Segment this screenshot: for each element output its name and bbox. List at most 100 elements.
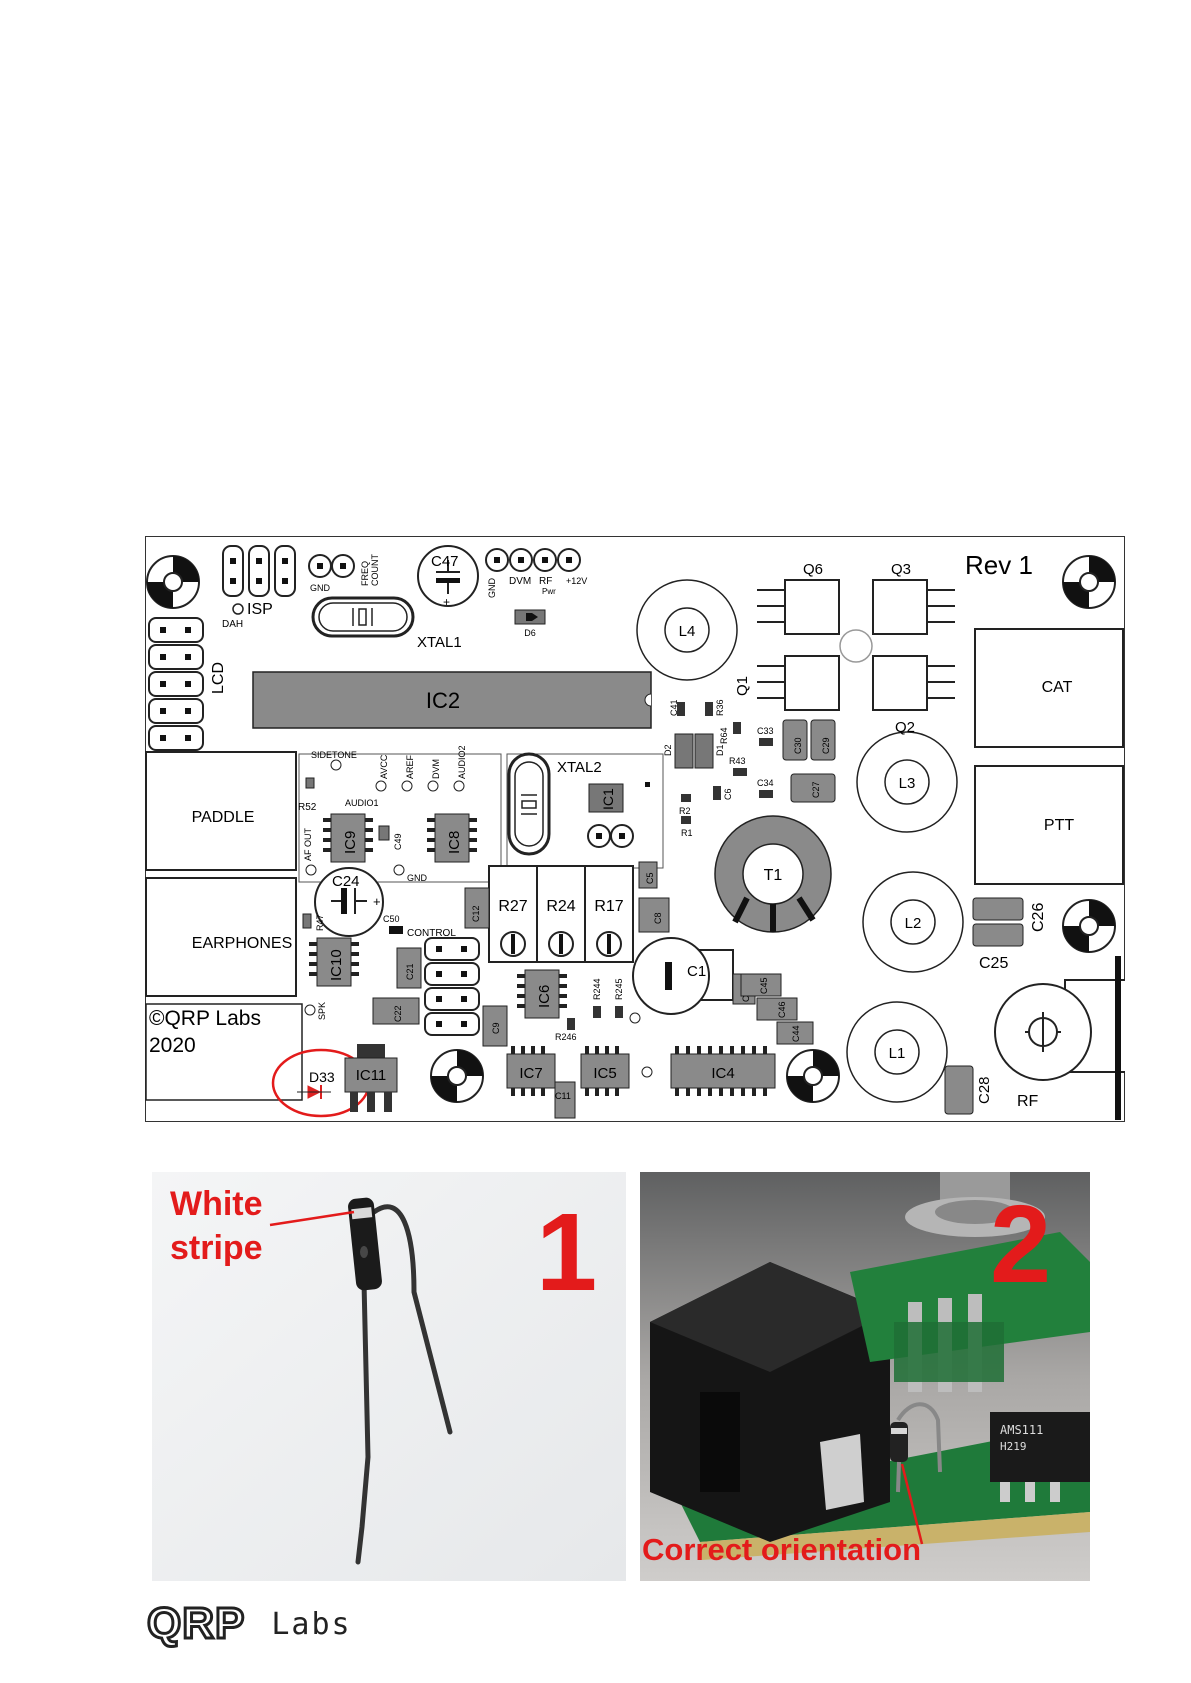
r17-label: R17 bbox=[594, 898, 623, 915]
photo2-number: 2 bbox=[990, 1183, 1051, 1306]
r64-label: R64 bbox=[719, 727, 729, 744]
control-header bbox=[424, 937, 480, 1036]
l4-inductor: L4 bbox=[636, 579, 738, 681]
mounting-hole-tr bbox=[1062, 555, 1116, 609]
c24-label: C24 bbox=[332, 873, 360, 890]
mounting-hole-tl bbox=[146, 555, 200, 609]
gnd3-label: GND bbox=[407, 873, 428, 883]
l4-label: L4 bbox=[679, 623, 696, 640]
c26-label: C26 bbox=[1030, 903, 1047, 932]
mounting-hole-mid bbox=[430, 1049, 484, 1103]
rf-pwr-label: RF bbox=[539, 576, 552, 587]
lcd-header: LCD bbox=[148, 617, 227, 751]
c34-label: C34 bbox=[757, 778, 774, 788]
d33-label: D33 bbox=[309, 1069, 335, 1085]
ptt-jack: PTT bbox=[974, 765, 1124, 885]
c49-label: C49 bbox=[393, 833, 403, 850]
c12-label: C12 bbox=[471, 905, 481, 922]
r1-label: R1 bbox=[681, 828, 693, 838]
dah-label: DAH bbox=[222, 619, 243, 630]
r47-label: R47 bbox=[315, 914, 325, 931]
cat-jack: CAT bbox=[974, 628, 1124, 748]
aref-label: AREF bbox=[405, 754, 415, 779]
trimmer-r24: R24 bbox=[536, 865, 586, 963]
logo-labs-text: Labs bbox=[271, 1606, 352, 1642]
lcd-label: LCD bbox=[210, 662, 227, 694]
logo-qrp-text: QRP bbox=[145, 1598, 246, 1650]
audio2-label: AUDIO2 bbox=[457, 745, 467, 779]
audio1-label: AUDIO1 bbox=[345, 798, 379, 808]
r43-label: R43 bbox=[729, 756, 746, 766]
c9-label: C9 bbox=[491, 1022, 501, 1034]
ic5-label: IC5 bbox=[593, 1065, 616, 1082]
q6-transistor: Q6 bbox=[757, 561, 840, 635]
l2-label: L2 bbox=[905, 915, 922, 932]
r246-label: R246 bbox=[555, 1032, 577, 1042]
c1-label: C1 bbox=[687, 963, 706, 980]
pcb-layout-diagram: ISP DAH GND FREQ COUNT C47 + XTAL1 GND D… bbox=[145, 536, 1125, 1122]
xtal1: XTAL1 bbox=[311, 596, 462, 651]
ic6: IC6 bbox=[517, 969, 567, 1019]
l3-inductor: L3 bbox=[856, 731, 958, 833]
c33-label: C33 bbox=[757, 726, 774, 736]
freq-label: FREQ bbox=[360, 561, 370, 586]
photo-correct-orientation: AMS111 H219 Correct orientation 2 bbox=[640, 1172, 1090, 1581]
q1-transistor: Q1 bbox=[734, 655, 840, 711]
c44-label: C44 bbox=[791, 1025, 801, 1042]
power-header: GND DVM RF Pwr +12V bbox=[485, 548, 587, 598]
sidetone-label: SIDETONE bbox=[311, 750, 357, 760]
c28-label: C28 bbox=[976, 1076, 993, 1104]
c5-label: C5 bbox=[645, 872, 655, 884]
d6-label: D6 bbox=[524, 628, 536, 638]
ic4-label: IC4 bbox=[711, 1065, 734, 1082]
ic1-label: IC1 bbox=[600, 788, 616, 810]
r2-label: R2 bbox=[679, 806, 691, 816]
q1-label: Q1 bbox=[734, 676, 751, 696]
ic6-label: IC6 bbox=[536, 985, 553, 1008]
l1-label: L1 bbox=[889, 1045, 906, 1062]
ic2-label: IC2 bbox=[426, 688, 460, 713]
spk-label: SPK bbox=[317, 1002, 327, 1020]
trimmer-r17: R17 bbox=[584, 865, 634, 963]
photo-diode-white-stripe: White stripe 1 bbox=[152, 1172, 626, 1581]
ic2: IC2 bbox=[252, 671, 652, 729]
c11-label: C11 bbox=[555, 1091, 571, 1101]
svg-text:+: + bbox=[373, 894, 381, 909]
revision-label: Rev 1 bbox=[965, 550, 1033, 580]
r36-label: R36 bbox=[715, 699, 725, 716]
c1-capacitor: C1 bbox=[632, 937, 734, 1015]
c25-label: C25 bbox=[979, 955, 1008, 972]
c46-label: C46 bbox=[777, 1001, 787, 1018]
control-label: CONTROL bbox=[407, 928, 456, 939]
xtal2-label: XTAL2 bbox=[557, 759, 602, 776]
photo1-number: 1 bbox=[536, 1191, 597, 1314]
c41-label: C41 bbox=[669, 699, 679, 716]
ic9-label: IC9 bbox=[342, 831, 359, 854]
xtal2: XTAL2 bbox=[507, 752, 602, 856]
ic10: IC10 bbox=[309, 937, 359, 987]
d1-label: D1 bbox=[715, 744, 725, 756]
c6-label: C6 bbox=[723, 788, 733, 800]
af-out-label: AF OUT bbox=[303, 827, 313, 861]
mounting-hole-right bbox=[1062, 899, 1116, 953]
r24-label: R24 bbox=[546, 898, 575, 915]
audio-section: SIDETONE AVCC AREF DVM AUDIO2 AUDIO1 R52… bbox=[298, 745, 477, 883]
earphones-jack: EARPHONES bbox=[145, 877, 297, 997]
chip-marking-1: AMS111 bbox=[1000, 1423, 1043, 1437]
ic11-label: IC11 bbox=[356, 1067, 387, 1084]
c30-label: C30 bbox=[793, 737, 803, 754]
earphones-label: EARPHONES bbox=[192, 935, 292, 952]
copyright-line2: 2020 bbox=[149, 1034, 196, 1057]
correct-orientation-callout: Correct orientation bbox=[642, 1532, 921, 1567]
xtal1-label: XTAL1 bbox=[417, 634, 462, 651]
ic8-label: IC8 bbox=[446, 831, 463, 854]
q2-label: Q2 bbox=[895, 719, 915, 736]
pwr-label: Pwr bbox=[542, 587, 556, 596]
c50-label: C50 bbox=[383, 914, 400, 924]
cat-label: CAT bbox=[1042, 679, 1073, 696]
c47-label: C47 bbox=[431, 553, 459, 570]
mounting-hole-mid2 bbox=[786, 1049, 840, 1103]
ic5: IC5 bbox=[580, 1046, 630, 1096]
c21-label: C21 bbox=[405, 963, 415, 980]
q3-label: Q3 bbox=[891, 561, 911, 578]
